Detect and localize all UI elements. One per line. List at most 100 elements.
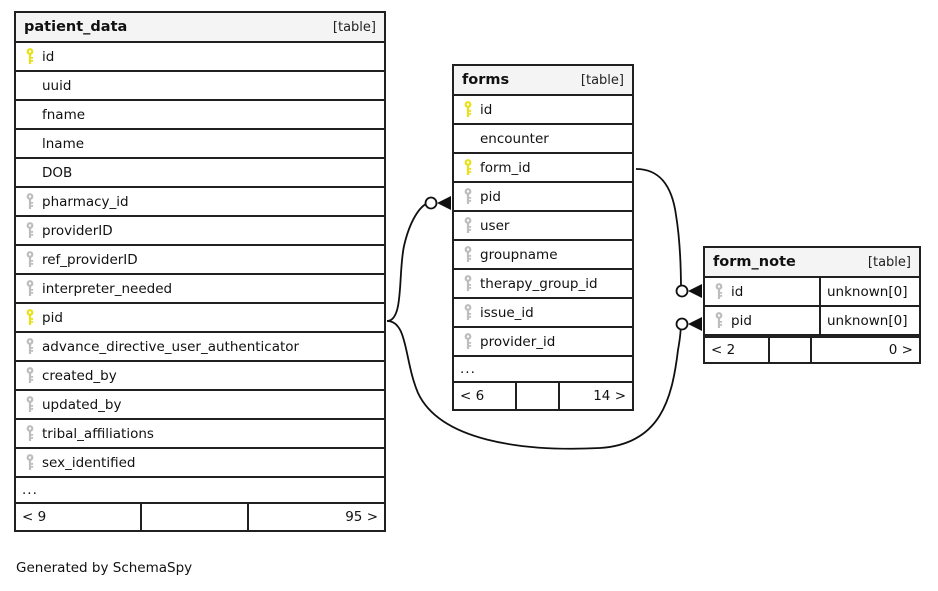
foreign-key-icon [460,188,476,206]
column-name: created_by [42,367,117,384]
column-name: provider_id [480,333,556,350]
column-name: advance_directive_user_authenticator [42,338,300,355]
table-row[interactable]: DOB [16,159,384,188]
table-row[interactable]: pid [16,304,384,333]
column-name: sex_identified [42,454,136,471]
column-name: encounter [480,130,549,147]
table-row[interactable]: interpreter_needed [16,275,384,304]
foreign-key-icon [22,338,38,356]
foreign-key-icon [22,222,38,240]
table-forms[interactable]: forms [table] id encounter form_id pid [452,64,634,411]
column-name: pharmacy_id [42,193,129,210]
column-type: unknown[0] [819,307,919,334]
table-row[interactable]: fname [16,101,384,130]
arrowhead-form_note-id [688,284,702,298]
table-form_note-name: form_note [713,254,796,270]
table-forms-header: forms [table] [454,66,632,96]
column-type: unknown[0] [819,278,919,305]
footer-parent-count[interactable]: < 2 [711,342,736,358]
arrowhead-forms-pid [437,196,451,210]
primary-key-icon [460,159,476,177]
table-row[interactable]: id [16,43,384,72]
table-row[interactable]: pid [454,183,632,212]
table-forms-name: forms [462,72,510,88]
table-row[interactable]: advance_directive_user_authenticator [16,333,384,362]
table-patient_data[interactable]: patient_data [table] id uuid fname lname [14,11,386,532]
more-columns-indicator: ... [16,478,384,504]
footer-middle [515,383,560,409]
table-form_note-type-label: [table] [867,254,911,270]
footer-parent-count[interactable]: < 6 [460,388,485,404]
table-row[interactable]: id unknown[0] [705,278,919,307]
table-form_note-header: form_note [table] [705,248,919,278]
table-patient_data-header: patient_data [table] [16,13,384,43]
table-patient_data-type-label: [table] [332,19,376,35]
table-patient_data-footer: < 9 95 > [16,504,384,530]
footer-middle [768,338,812,362]
column-name: pid [731,312,752,329]
column-name: id [42,48,55,65]
table-patient_data-name: patient_data [24,19,128,35]
no-key-icon [22,106,38,124]
table-row[interactable]: tribal_affiliations [16,420,384,449]
column-name: lname [42,135,85,152]
table-row[interactable]: created_by [16,362,384,391]
no-key-icon [22,135,38,153]
foreign-key-icon [22,251,38,269]
table-row[interactable]: user [454,212,632,241]
table-row[interactable]: id [454,96,632,125]
footer-child-count[interactable]: 95 > [345,509,378,525]
no-key-icon [22,164,38,182]
column-name: updated_by [42,396,122,413]
arrowhead-form_note-pid [688,317,702,331]
table-row[interactable]: sex_identified [16,449,384,478]
table-row[interactable]: encounter [454,125,632,154]
diagram-caption: Generated by SchemaSpy [16,560,193,576]
foreign-key-icon [711,283,727,301]
cardinality-circle-form_note-id [675,284,689,298]
no-key-icon [460,130,476,148]
table-forms-type-label: [table] [580,72,624,88]
table-row[interactable]: issue_id [454,299,632,328]
table-row[interactable]: providerID [16,217,384,246]
foreign-key-icon [460,333,476,351]
column-name: user [480,217,510,234]
table-row[interactable]: ref_providerID [16,246,384,275]
foreign-key-icon [22,425,38,443]
foreign-key-icon [460,275,476,293]
column-name: interpreter_needed [42,280,173,297]
table-row[interactable]: groupname [454,241,632,270]
table-forms-footer: < 6 14 > [454,383,632,409]
table-row[interactable]: provider_id [454,328,632,357]
table-row[interactable]: therapy_group_id [454,270,632,299]
table-row[interactable]: uuid [16,72,384,101]
table-row[interactable]: pid unknown[0] [705,307,919,336]
column-name: tribal_affiliations [42,425,154,442]
foreign-key-icon [711,312,727,330]
table-row[interactable]: form_id [454,154,632,183]
foreign-key-icon [460,304,476,322]
footer-parent-count[interactable]: < 9 [22,509,47,525]
primary-key-icon [22,309,38,327]
table-row[interactable]: lname [16,130,384,159]
column-name: groupname [480,246,558,263]
table-form_note[interactable]: form_note [table] id unknown[0] pid unkn… [703,246,921,364]
column-name: id [480,101,493,118]
column-name: uuid [42,77,72,94]
column-name: pid [480,188,501,205]
column-name: DOB [42,164,73,181]
cardinality-circle-form_note-pid [675,317,689,331]
table-row[interactable]: pharmacy_id [16,188,384,217]
foreign-key-icon [22,454,38,472]
foreign-key-icon [22,396,38,414]
footer-child-count[interactable]: 14 > [593,388,626,404]
relationship-forms-form_id-to-form_note-id [635,168,682,291]
foreign-key-icon [22,193,38,211]
cardinality-circle-forms-pid [424,196,438,210]
footer-child-count[interactable]: 0 > [888,342,913,358]
table-row[interactable]: updated_by [16,391,384,420]
table-form_note-footer: < 2 0 > [705,336,919,362]
column-name: form_id [480,159,531,176]
column-name: issue_id [480,304,534,321]
column-name: therapy_group_id [480,275,598,292]
